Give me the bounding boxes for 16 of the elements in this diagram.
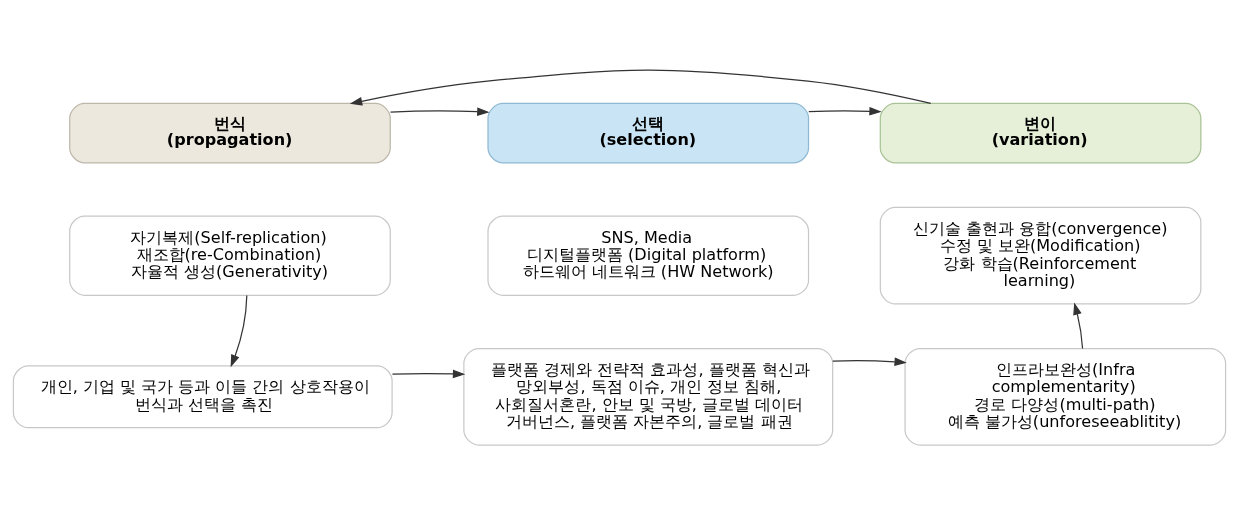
node-box: 선택 (selection) <box>487 102 810 163</box>
arrow <box>1073 301 1084 349</box>
node-box: 인프라보완성(Infra complementarity) 경로 다양성(multi-path) 예측 불가성(unforeseeablitity) <box>904 347 1227 446</box>
arrow <box>832 356 907 366</box>
node-box: 신기술 출현과 융합(convergence) 수정 및 보완(Modification) 강화 학습(Reinforcement learning) <box>879 206 1202 305</box>
arrow <box>349 68 932 106</box>
node-box: 번식 (propagation) <box>69 102 391 163</box>
arrow <box>808 106 882 116</box>
node-box: 개인, 기업 및 국가 등과 이들 간의 상호작용이 번식과 선택을 촉진 <box>12 364 393 428</box>
node-box: 변이 (variation) <box>879 102 1202 163</box>
arrow <box>230 294 248 367</box>
arrow <box>391 369 466 378</box>
node-box: SNS, Media 디지털플랫폼 (Digital platform) 하드웨어 네트워크 (HW Network) <box>487 215 810 296</box>
node-box: 자기복제(Self-replication) 재조합(re-Combination) 자율적 생성(Generativity) <box>69 215 391 296</box>
arrow <box>389 106 490 116</box>
node-box: 플랫폼 경제와 전략적 효과성, 플랫폼 혁신과 망외부성, 독점 이슈, 개인 정보 침해, 사회질서혼란, 안보 및 국방, 글로벌 데이터 거버넌스, 플랫폼 자본주의, 글로벌 패권 <box>463 347 834 446</box>
